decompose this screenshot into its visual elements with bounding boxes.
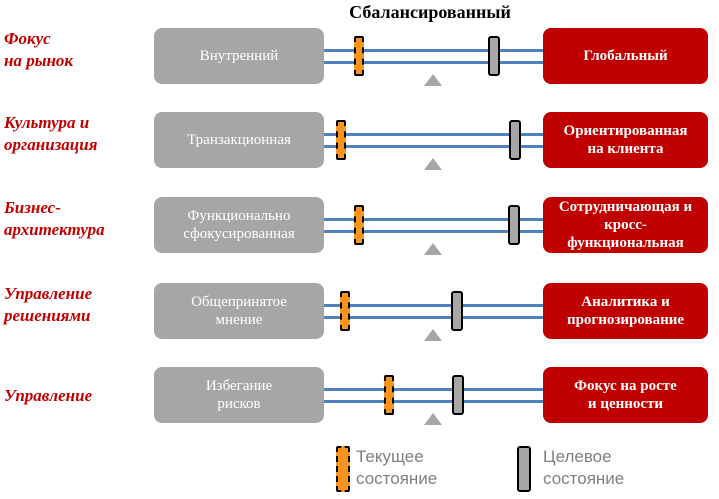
current-state-marker bbox=[340, 291, 350, 331]
right-pole-box: Ориентированная на клиента bbox=[543, 112, 708, 168]
category-label: Фокус на рынок bbox=[4, 29, 74, 70]
scale-line-bottom bbox=[324, 400, 543, 403]
target-state-marker bbox=[451, 291, 463, 331]
dimension-row-culture: Культура и организация Транзакционная Ор… bbox=[0, 112, 719, 172]
right-pole-box: Сотрудничающая и кросс- функциональная bbox=[543, 197, 708, 253]
category-label: Управление решениями bbox=[4, 284, 93, 325]
current-state-marker bbox=[336, 120, 346, 160]
left-pole-box: Функционально сфокусированная bbox=[154, 197, 324, 253]
left-pole-box: Транзакционная bbox=[154, 112, 324, 168]
dimension-row-decision-management: Управление решениями Общепринятое мнение… bbox=[0, 283, 719, 343]
scale-line-bottom bbox=[324, 145, 543, 148]
legend-target-swatch bbox=[517, 446, 531, 492]
right-pole-box: Фокус на росте и ценности bbox=[543, 367, 708, 423]
balanced-point-triangle-icon bbox=[424, 74, 442, 86]
left-pole-box: Внутренний bbox=[154, 28, 324, 84]
category-label: Управление bbox=[4, 386, 93, 405]
balanced-label: Сбалансированный bbox=[349, 2, 511, 22]
target-state-marker bbox=[488, 36, 500, 76]
legend-current-label: Текущее состояние bbox=[356, 447, 438, 488]
current-state-marker bbox=[354, 36, 364, 76]
category-label: Бизнес- архитектура bbox=[4, 198, 105, 239]
current-state-marker bbox=[354, 205, 364, 245]
legend-current-swatch bbox=[336, 446, 350, 492]
right-pole-box: Аналитика и прогнозирование bbox=[543, 283, 708, 339]
dimension-row-market-focus: Фокус на рынок Внутренний Глобальный bbox=[0, 28, 719, 88]
balanced-point-triangle-icon bbox=[424, 329, 442, 341]
scale-line-bottom bbox=[324, 316, 543, 319]
left-pole-box: Избегание рисков bbox=[154, 367, 324, 423]
left-pole-box: Общепринятое мнение bbox=[154, 283, 324, 339]
balanced-point-triangle-icon bbox=[424, 243, 442, 255]
scale-line-top bbox=[324, 304, 543, 307]
category-label: Культура и организация bbox=[4, 113, 98, 154]
target-state-marker bbox=[508, 205, 520, 245]
dimension-row-business-architecture: Бизнес- архитектура Функционально сфокус… bbox=[0, 197, 719, 257]
target-state-marker bbox=[452, 375, 464, 415]
scale-line-bottom bbox=[324, 61, 543, 64]
scale-line-top bbox=[324, 218, 543, 221]
legend-target-label: Целевое состояние bbox=[543, 447, 625, 488]
scale-line-bottom bbox=[324, 230, 543, 233]
right-pole-box: Глобальный bbox=[543, 28, 708, 84]
target-state-marker bbox=[509, 120, 521, 160]
scale-line-top bbox=[324, 388, 543, 391]
dimension-row-governance: Управление Избегание рисков Фокус на рос… bbox=[0, 367, 719, 427]
balanced-point-triangle-icon bbox=[424, 413, 442, 425]
current-state-marker bbox=[384, 375, 394, 415]
scale-line-top bbox=[324, 49, 543, 52]
balanced-point-triangle-icon bbox=[424, 158, 442, 170]
scale-line-top bbox=[324, 133, 543, 136]
